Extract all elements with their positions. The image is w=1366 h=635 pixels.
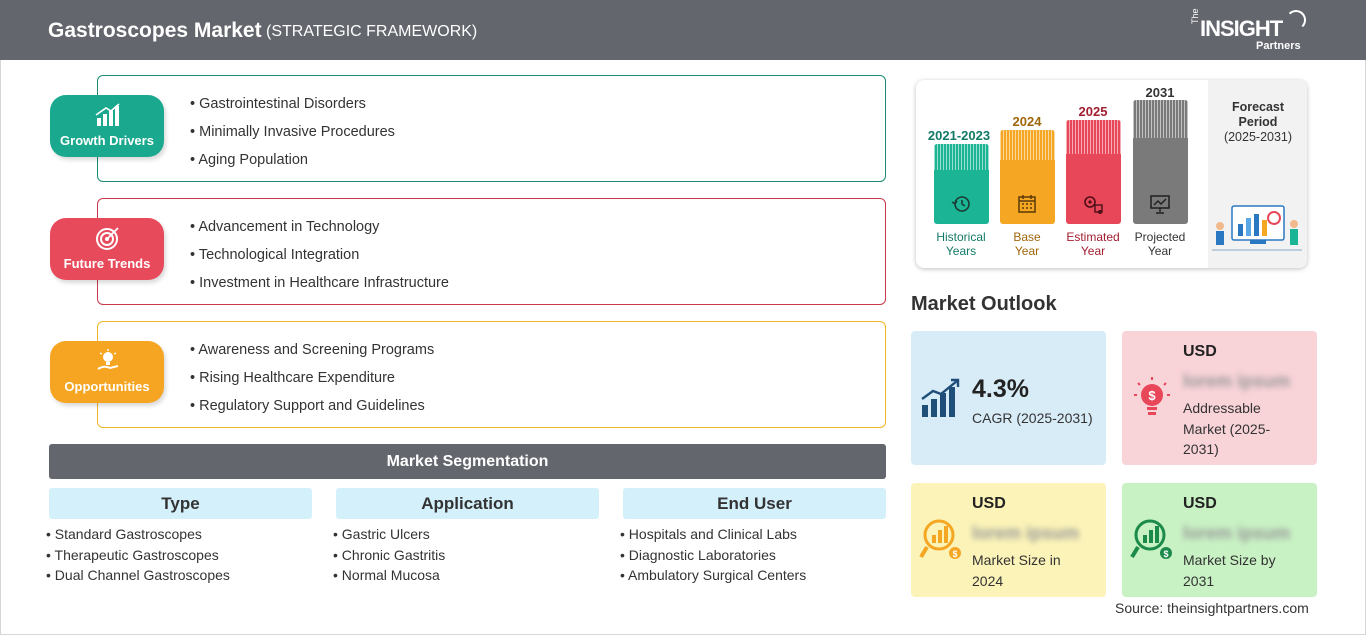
list-item: Gastrointestinal Disorders [190,94,395,122]
bar-growth-icon [95,103,120,126]
insight-partners-logo[interactable]: The INSIGHT Partners [1190,8,1320,54]
cagr-card: 4.3% CAGR (2025-2031) [911,331,1106,465]
addressable-value-blurred: lorem ipsum [1183,371,1291,391]
size2031-usd: USD [1183,495,1217,512]
list-item: Therapeutic Gastroscopes [46,546,230,567]
market-outlook-title: Market Outlook [911,293,1057,315]
growth-drivers-block: Gastrointestinal Disorders Minimally Inv… [97,75,886,182]
list-item: Aging Population [190,150,395,178]
badge-label: Future Trends [63,256,151,271]
bar-caption: Base Year [1013,230,1041,258]
estimate-gear-icon [1084,196,1103,214]
target-icon [96,227,119,250]
cagr-label: CAGR (2025-2031) [972,410,1093,426]
list-item: Awareness and Screening Programs [190,340,434,368]
list-item: Ambulatory Surgical Centers [620,566,806,587]
size2031-label: Market Size by 2031 [1183,552,1276,589]
size2024-label: Market Size in 2024 [972,552,1061,589]
segment-head-type: Type [49,488,312,519]
opportunities-badge: Opportunities [50,341,164,403]
timeline-bar-estimated [1066,120,1121,224]
header-bar: Gastroscopes Market (STRATEGIC FRAMEWORK… [0,0,1366,60]
projection-board-icon [1150,195,1170,214]
addressable-label: Addressable Market (2025- 2031) [1183,400,1271,457]
cagr-value: 4.3% [972,375,1029,403]
list-item: Regulatory Support and Guidelines [190,396,434,424]
badge-label: Opportunities [64,379,150,394]
list-item: Investment in Healthcare Infrastructure [190,273,449,301]
history-clock-icon [951,196,970,212]
future-trends-block: Advancement in Technology Technological … [97,198,886,305]
dollar-bulb-icon: $ [1134,377,1170,415]
year-label: 2031 [1145,85,1175,100]
list-item: Standard Gastroscopes [46,525,230,546]
svg-text:$: $ [952,549,957,559]
timeline-bar-base [1000,130,1055,224]
opportunities-list: Awareness and Screening Programs Rising … [190,340,434,424]
future-trends-list: Advancement in Technology Technological … [190,217,449,301]
analyst-dashboard-icon [1212,205,1302,251]
list-item: Minimally Invasive Procedures [190,122,395,150]
page-title: Gastroscopes Market [48,19,262,42]
timeline-bar-historical [934,144,989,224]
size2031-value-blurred: lorem ipsum [1183,523,1291,543]
opportunities-block: Awareness and Screening Programs Rising … [97,321,886,428]
list-item: Dual Channel Gastroscopes [46,566,230,587]
growth-drivers-badge: Growth Drivers [50,95,164,157]
timeline-bar-projected [1133,100,1188,224]
list-item: Chronic Gastritis [333,546,445,567]
forecast-period-label: Forecast Period (2025-2031) [1223,100,1293,144]
growth-drivers-list: Gastrointestinal Disorders Minimally Inv… [190,94,395,178]
badge-label: Growth Drivers [60,133,154,148]
year-label: 2024 [1012,114,1042,129]
page-subtitle: (STRATEGIC FRAMEWORK) [266,23,478,40]
calendar-icon [1018,195,1036,213]
market-size-2024-card: $ USD lorem ipsum Market Size in 2024 [911,483,1106,597]
list-item: Hospitals and Clinical Labs [620,525,806,546]
lightbulb-hand-icon [97,349,119,370]
size2024-usd: USD [972,495,1006,512]
svg-text:$: $ [1163,549,1168,559]
list-item: Gastric Ulcers [333,525,445,546]
list-item: Advancement in Technology [190,217,449,245]
market-segmentation-title: Market Segmentation [49,444,886,479]
size2024-value-blurred: lorem ipsum [972,523,1080,543]
bar-caption: Historical Years [936,230,986,258]
source-link[interactable]: Source: theinsightpartners.com [1115,600,1309,616]
segment-head-application: Application [336,488,599,519]
segment-head-end-user: End User [623,488,886,519]
segment-list-end-user: Hospitals and Clinical Labs Diagnostic L… [620,525,806,587]
addressable-market-card: $ USD lorem ipsum Addressable Market (20… [1122,331,1317,465]
future-trends-badge: Future Trends [50,218,164,280]
list-item: Normal Mucosa [333,566,445,587]
market-analysis-icon: $ [919,519,961,559]
growth-chart-icon [921,378,960,417]
bar-caption: Projected Year [1134,230,1186,258]
svg-text:$: $ [1148,388,1156,403]
list-item: Rising Healthcare Expenditure [190,368,434,396]
year-label: 2021-2023 [927,128,991,143]
segment-list-application: Gastric Ulcers Chronic Gastritis Normal … [333,525,445,587]
bar-caption: Estimated Year [1066,230,1120,258]
addressable-usd: USD [1183,343,1217,360]
list-item: Diagnostic Laboratories [620,546,806,567]
market-size-2031-card: $ USD lorem ipsum Market Size by 2031 [1122,483,1317,597]
market-forecast-icon: $ [1130,519,1172,559]
list-item: Technological Integration [190,245,449,273]
segment-list-type: Standard Gastroscopes Therapeutic Gastro… [46,525,230,587]
year-label: 2025 [1078,104,1108,119]
timeline-card: 2021-2023 Historical Years 2024 Base Yea… [916,80,1307,268]
